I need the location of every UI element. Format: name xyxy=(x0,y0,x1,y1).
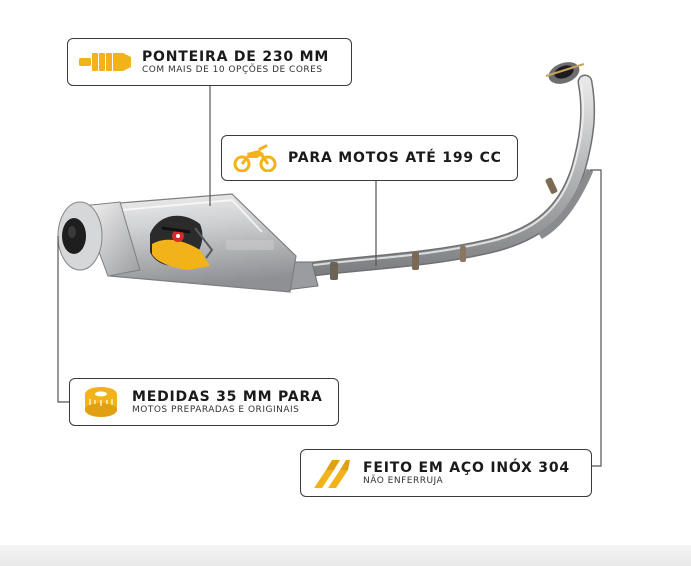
callout-medidas: MEDIDAS 35 MM PARA MOTOS PREPARADAS E OR… xyxy=(69,378,339,426)
leader-line-aco xyxy=(590,169,602,467)
callout-ponteira-title: PONTEIRA DE 230 MM xyxy=(142,48,330,65)
callout-ponteira: PONTEIRA DE 230 MM COM MAIS DE 10 OPÇÕES… xyxy=(67,38,352,86)
callout-aco-subtitle: NÃO ENFERRUJA xyxy=(363,475,444,486)
leader-lines xyxy=(57,86,602,467)
callout-medidas-subtitle: MOTOS PREPARADAS E ORIGINAIS xyxy=(132,404,300,415)
steel-bar-icon xyxy=(301,456,363,490)
callout-motos-title: PARA MOTOS ATÉ 199 CC xyxy=(288,150,502,166)
callout-ponteira-subtitle: COM MAIS DE 10 OPÇÕES DE CORES xyxy=(142,64,323,75)
motorcycle-icon xyxy=(222,144,288,172)
header-flange xyxy=(545,62,585,84)
tape-measure-icon xyxy=(70,385,132,419)
header-pipe xyxy=(282,74,596,280)
leader-line-medidas xyxy=(57,236,69,403)
muffler-end-cap xyxy=(57,201,141,277)
mascot-graphic xyxy=(150,215,214,270)
exhaust-tip-icon xyxy=(68,49,142,75)
bottom-band xyxy=(0,545,691,566)
callout-aco-title: FEITO EM AÇO INÓX 304 xyxy=(363,459,570,476)
callout-motos: PARA MOTOS ATÉ 199 CC xyxy=(221,135,518,181)
callout-medidas-title: MEDIDAS 35 MM PARA xyxy=(132,388,323,405)
callout-aco: FEITO EM AÇO INÓX 304 NÃO ENFERRUJA xyxy=(300,449,592,497)
